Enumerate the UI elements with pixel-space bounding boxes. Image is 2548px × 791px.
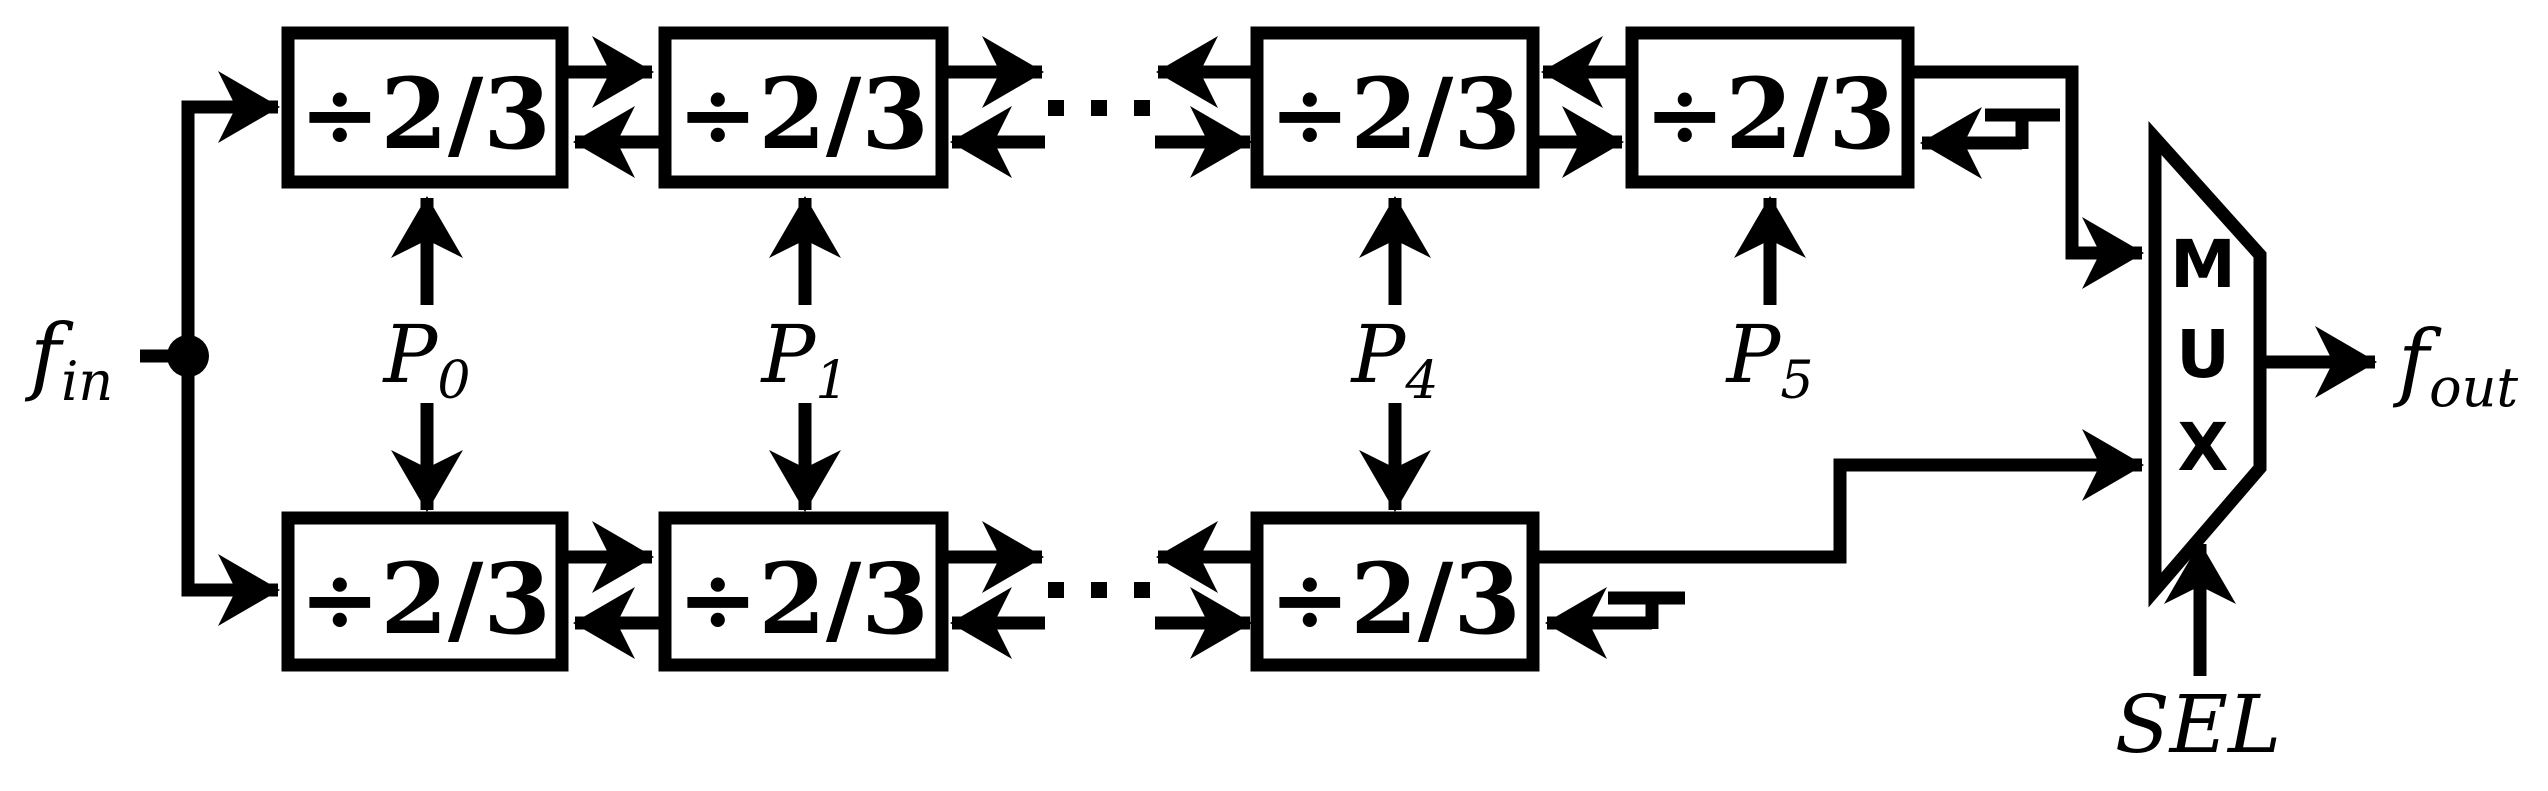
divider-cell-top-4 — [1625, 26, 1915, 189]
mux: M U X — [2148, 121, 2377, 676]
bottom-row-cells: ÷2/3 ÷2/3 ÷2/3 — [281, 511, 1540, 672]
mux-letter-x: X — [2178, 409, 2229, 486]
divider-cell-top-1 — [281, 26, 569, 189]
top-row-cells: ÷2/3 ÷2/3 ÷2/3 ÷2/3 — [281, 26, 1915, 189]
fin-to-top-row-arrow — [181, 71, 280, 356]
p4-label: P4 — [1350, 308, 1439, 411]
divider-cell-top-4-label: ÷2/3 — [1644, 57, 1896, 171]
divider-cell-bottom-3-label: ÷2/3 — [1269, 542, 1521, 656]
divider-cell-bottom-3 — [1250, 511, 1540, 672]
divider-cell-top-2 — [658, 26, 949, 189]
mux-letter-u: U — [2176, 316, 2230, 393]
divider-cell-bottom-1-label: ÷2/3 — [299, 542, 551, 656]
top-row-wires — [562, 36, 2144, 289]
p-controls: P0 P1 P4 P5 — [382, 196, 1814, 512]
mux-letter-m: M — [2170, 226, 2236, 303]
divider-cell-top-1-label: ÷2/3 — [299, 57, 551, 171]
sel-label: SEL — [2115, 678, 2281, 771]
p5-label: P5 — [1725, 308, 1814, 411]
bottom-row-wires — [562, 429, 2144, 659]
mux-body — [2148, 121, 2267, 608]
bottom-cell3-to-mux-arrow — [1533, 429, 2144, 564]
fin-label: fin — [24, 306, 113, 413]
fin-to-bottom-row-arrow — [181, 356, 280, 626]
fin-input-wire — [140, 71, 280, 626]
ellipsis-bottom-dots — [1048, 582, 1150, 598]
divider-cell-bottom-2 — [658, 511, 949, 672]
top-cell4-to-mux-arrow — [1908, 65, 2144, 289]
divider-cell-top-2-label: ÷2/3 — [677, 57, 929, 171]
fout-label: fout — [2392, 312, 2518, 419]
fin-junction-dot — [167, 335, 209, 377]
divider-cell-bottom-2-label: ÷2/3 — [677, 542, 929, 656]
divider-cell-top-3-label: ÷2/3 — [1269, 57, 1521, 171]
p0-label: P0 — [382, 308, 471, 411]
ellipsis-top-dots — [1048, 100, 1150, 116]
p1-label: P1 — [760, 308, 849, 411]
divider-cell-bottom-1 — [281, 511, 569, 672]
divider-cell-top-3 — [1250, 26, 1540, 189]
